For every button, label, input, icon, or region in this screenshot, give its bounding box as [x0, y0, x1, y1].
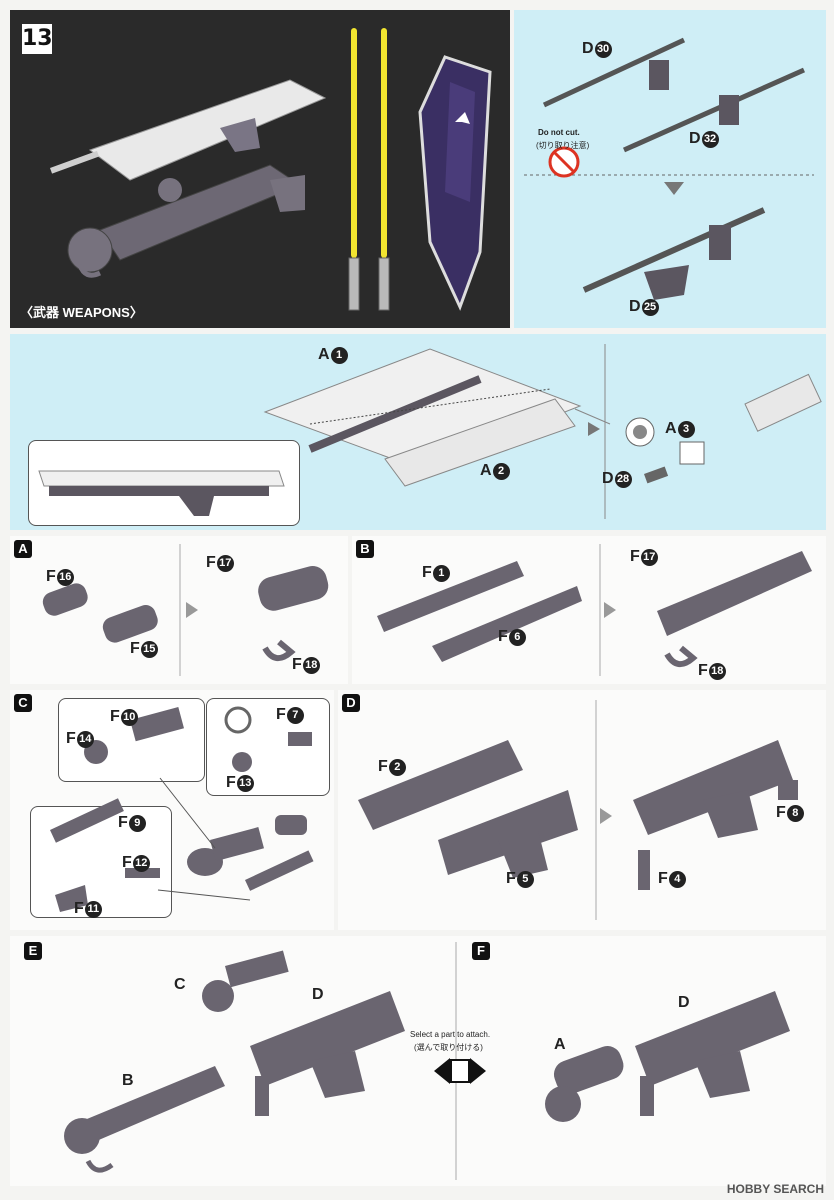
select-part-text: Select a part to attach.	[410, 1030, 491, 1039]
section-e-badge: E	[24, 942, 42, 960]
select-part-text-jp: (選んで取り付ける)	[414, 1043, 483, 1052]
weapons-title: 〈武器 WEAPONS〉	[20, 305, 143, 320]
section-f-badge: F	[472, 942, 490, 960]
label-e-d: D	[312, 986, 324, 1003]
rifle-preview-inset	[28, 440, 300, 526]
step-number: 13	[22, 24, 53, 54]
label-e-b: B	[122, 1072, 134, 1089]
label-f-d: D	[678, 994, 690, 1011]
barrel-parts-illustration	[524, 37, 814, 300]
section-c-badge: C	[14, 694, 32, 712]
warning-text: Do not cut.	[538, 128, 580, 137]
section-a-badge: A	[14, 540, 32, 558]
label-e-c: C	[174, 976, 186, 993]
section-b-badge: B	[356, 540, 374, 558]
section-b-illustration	[377, 544, 812, 676]
section-ef-illustration	[64, 942, 790, 1180]
label-f-a: A	[554, 1036, 566, 1053]
warning-text-jp: (切り取り注意)	[536, 141, 590, 150]
section-ef-panel: E F C D B A D Select a part to attach. (…	[10, 936, 826, 1186]
rifle-illustration	[49, 79, 327, 278]
rifle-assembly-illustration	[263, 344, 822, 519]
shield-illustration	[418, 55, 492, 311]
beam-sabers-illustration	[348, 28, 390, 311]
rifle-preview-illustration	[38, 470, 285, 516]
section-d-illustration	[358, 700, 798, 920]
section-c-illustration	[49, 706, 314, 912]
weapons-overview-panel: 13 〈武器 WEAPONS〉	[10, 10, 510, 328]
section-a-illustration	[42, 544, 329, 676]
section-d-badge: D	[342, 694, 360, 712]
watermark-footer: HOBBY SEARCH	[726, 1182, 824, 1196]
